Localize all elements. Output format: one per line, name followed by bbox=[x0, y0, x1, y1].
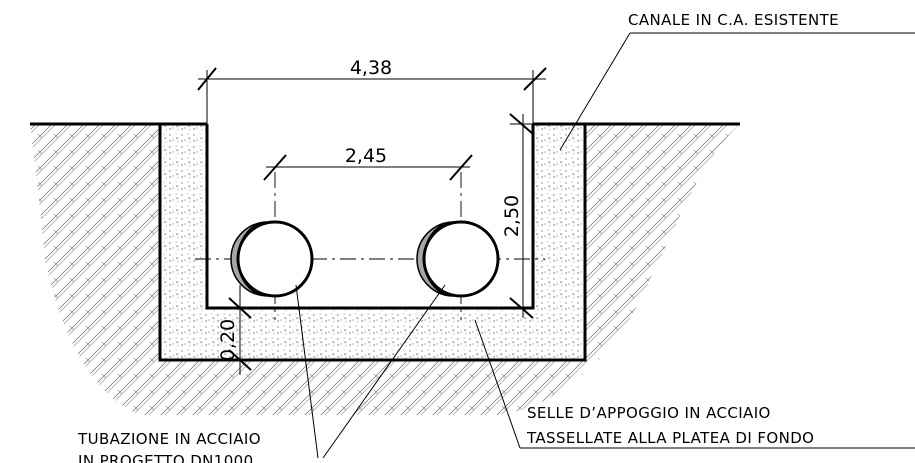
pipe-left bbox=[230, 220, 314, 298]
label-supports-line2: TASSELLATE ALLA PLATEA DI FONDO bbox=[526, 429, 814, 447]
leader-pipe: TUBAZIONE IN ACCIAIO IN PROGETTO DN1000 bbox=[77, 284, 446, 463]
dimension-slab-thickness: 0,20 bbox=[217, 285, 252, 375]
dimension-channel-depth: 2,50 bbox=[501, 113, 540, 319]
leader-supports: SELLE D’APPOGGIO IN ACCIAIO TASSELLATE A… bbox=[474, 319, 915, 449]
dimension-outer-width: 4,38 bbox=[197, 57, 547, 124]
dimension-outer-width-label: 4,38 bbox=[350, 57, 392, 79]
dimension-pipe-spacing-label: 2,45 bbox=[345, 145, 387, 167]
label-existing-channel: CANALE IN C.A. ESISTENTE bbox=[628, 11, 839, 29]
concrete-channel bbox=[158, 124, 587, 362]
leader-existing-channel: CANALE IN C.A. ESISTENTE bbox=[559, 11, 915, 151]
dimension-slab-thickness-label: 0,20 bbox=[217, 319, 239, 361]
label-pipe-line2: IN PROGETTO DN1000 bbox=[78, 452, 254, 463]
pipe-right bbox=[416, 220, 500, 298]
dimension-channel-depth-label: 2,50 bbox=[501, 195, 523, 237]
label-supports-line1: SELLE D’APPOGGIO IN ACCIAIO bbox=[527, 404, 771, 422]
dimension-pipe-spacing: 2,45 bbox=[263, 145, 473, 181]
label-pipe-line1: TUBAZIONE IN ACCIAIO bbox=[77, 430, 261, 448]
soil-region bbox=[30, 124, 740, 415]
